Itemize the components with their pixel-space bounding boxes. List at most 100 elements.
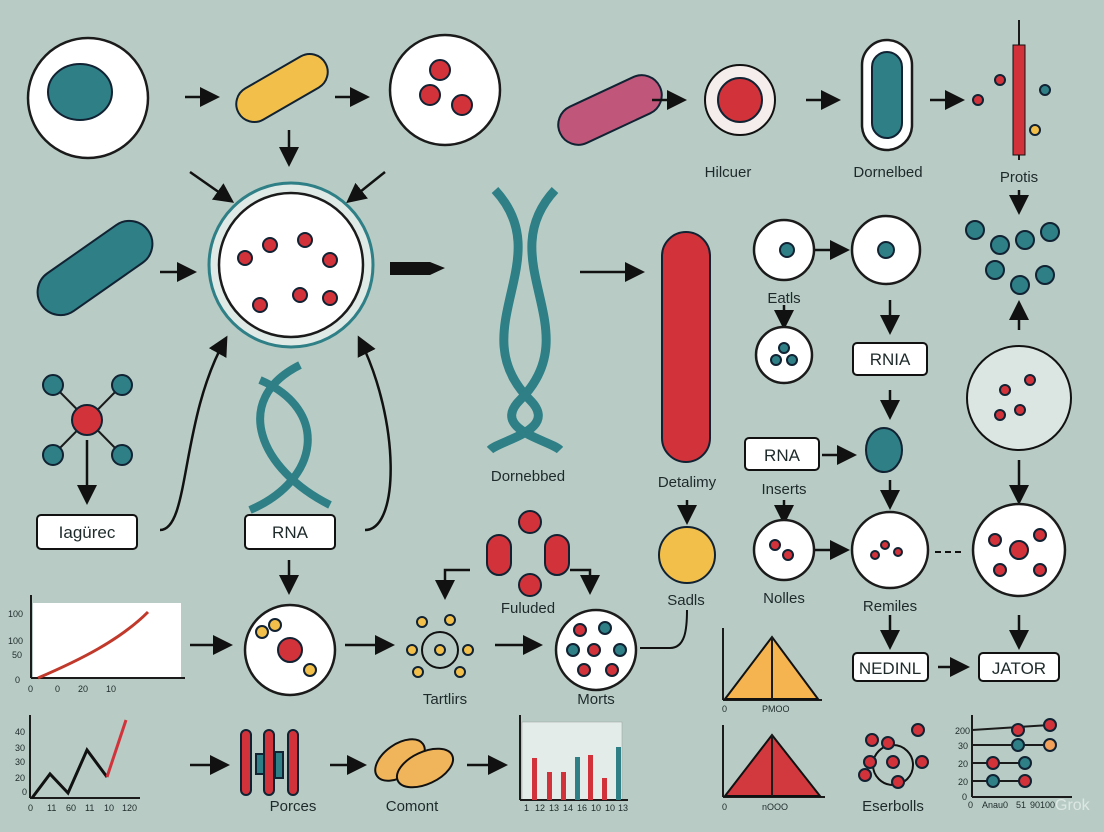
yellow-network [406,614,474,678]
dot-chart: 200 30 20 20 0 0 Anau0 51 90100 [955,715,1072,810]
molecule-cell [243,603,337,697]
x-tick: 0 [722,704,727,714]
bacterium-pink [557,74,663,146]
label-nolles: Nolles [763,590,805,607]
molecule-cluster [965,220,1060,295]
x-tick: PMOO [762,704,790,714]
y-tick: 100 [8,609,23,619]
box-iagurec-text: Iagürec [59,523,116,542]
label-sadls: Sadls [667,592,705,609]
y-tick: 20 [15,773,25,783]
yellow-sun-cell [658,526,716,584]
x-tick: 10 [591,803,601,813]
big-arrow [390,262,445,275]
box-rnia-text: RNIA [870,350,911,369]
label-hilcuer: Hilcuer [705,164,752,181]
y-tick: 30 [15,757,25,767]
x-tick: 60 [66,803,76,813]
x-tick: Anau0 [982,800,1008,810]
virus-cell-teal [26,36,150,160]
red-rod [661,231,711,463]
label-detalimy: Detalimy [658,474,717,491]
bacterium-yellow [235,53,329,123]
x-tick: 0 [968,800,973,810]
x-tick: 0 [722,802,727,812]
red-molecule-cluster [486,510,570,597]
y-tick: 100 [8,636,23,646]
x-tick: 120 [122,803,137,813]
y-tick: 0 [22,787,27,797]
x-tick: 14 [563,803,573,813]
bar [602,778,607,800]
label-porces: Porces [270,798,317,815]
label-remiles: Remiles [863,598,917,615]
nucleus-cell [850,214,922,286]
dna-helix-center [486,186,564,454]
spiky-virus-bottom [971,502,1067,598]
box-rna-left-text: RNA [272,523,309,542]
box-nedinl [852,652,929,682]
bar-chart: 1 12 13 14 16 10 10 13 [519,715,628,813]
yellow-bean [374,738,455,789]
bar [616,747,621,800]
x-tick: 0 [28,803,33,813]
label-inserts: Inserts [761,481,806,498]
triangle-chart-red: 0 nOOO [722,725,825,812]
label-fuluded: Fuluded [501,600,555,617]
network-cell [850,510,930,590]
box-nedinl-text: NEDINL [859,659,921,678]
x-tick: 16 [577,803,587,813]
watermark: Grok [1055,797,1091,814]
molecule-network-cell [207,181,375,349]
small-cell [752,218,816,282]
x-tick: 51 [1016,800,1026,810]
x-tick: nOOO [762,802,788,812]
y-tick: 40 [15,727,25,737]
red-network [858,723,929,789]
chromosomes [240,729,299,796]
y-tick: 20 [958,759,968,769]
x-tick: 13 [549,803,559,813]
label-protis: Protis [1000,169,1038,186]
x-tick: 10 [106,684,116,694]
y-tick: 30 [958,741,968,751]
mixed-dot-cell [554,608,638,692]
x-tick: 12 [535,803,545,813]
x-tick: 20 [78,684,88,694]
molecule-left [42,374,133,466]
x-tick: 10 [605,803,615,813]
teal-cell [865,427,903,473]
box-rna-right [744,437,820,471]
label-eserbolls: Eserbolls [862,798,924,815]
triangle-chart-yellow: 0 PMOO [722,628,822,714]
bar [532,758,537,800]
capsule-teal [860,38,914,152]
virus-cell-red-dots [388,33,502,147]
x-tick: 11 [47,803,56,813]
line-chart: 100 100 50 0 0 0 20 10 [8,595,185,694]
x-tick: 0 [28,684,33,694]
line-series [37,610,150,680]
y-tick: 0 [15,675,20,685]
label-eatls: Eatls [767,290,800,307]
label-dornelbed: Dornelbed [853,164,922,181]
spiky-virus-right [966,345,1072,451]
bacterium-teal [36,219,154,317]
x-tick: 1 [524,803,529,813]
bar [561,772,566,800]
y-tick: 200 [955,726,970,736]
x-tick: 90100 [1030,800,1055,810]
red-dot-cell [752,518,816,582]
bar [575,757,580,800]
bar [588,755,593,800]
protein-chain [972,20,1051,160]
y-tick: 30 [15,743,25,753]
label-comont: Comont [386,798,439,815]
label-dornebbed: Dornebbed [491,468,565,485]
y-tick: 20 [958,777,968,787]
bar [547,772,552,800]
x-tick: 11 [85,803,94,813]
x-tick: 0 [55,684,60,694]
box-rna-right-text: RNA [764,446,801,465]
